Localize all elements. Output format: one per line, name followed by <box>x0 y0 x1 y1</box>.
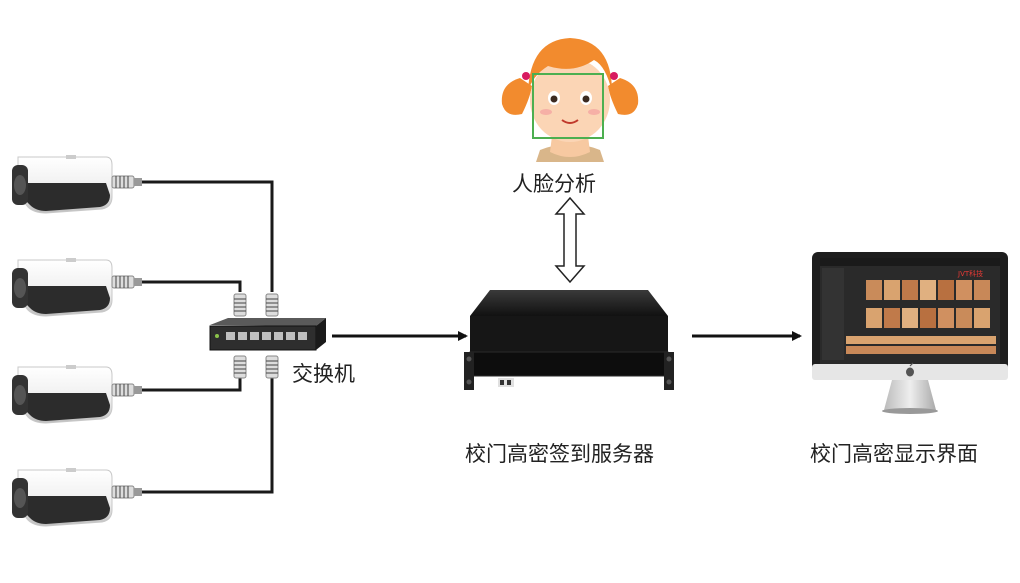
camera-icon <box>11 154 113 214</box>
rj45-connector <box>233 355 247 379</box>
switch-label: 交换机 <box>292 362 355 386</box>
rj45-connector <box>111 275 143 289</box>
server-icon <box>464 290 674 390</box>
rj45-connector <box>265 293 279 317</box>
rj45-connector <box>111 175 143 189</box>
display-label: 校门高密显示界面 <box>810 442 978 466</box>
apple-logo-icon <box>906 362 914 377</box>
rj45-connector <box>265 355 279 379</box>
screen-brand-suffix: 科技 <box>969 270 984 278</box>
camera-icon <box>11 467 113 527</box>
monitor-icon <box>812 252 1008 414</box>
switch-icon <box>209 318 326 351</box>
screen-face-grid <box>846 280 996 354</box>
rj45-connector <box>111 485 143 499</box>
face-analysis-label: 人脸分析 <box>512 172 596 196</box>
network-cables <box>142 180 274 494</box>
rj45-connector <box>111 383 143 397</box>
rj45-connector <box>233 293 247 317</box>
server-label: 校门高密签到服务器 <box>465 442 654 466</box>
camera-icon <box>11 257 113 317</box>
double-arrow-icon <box>554 196 586 284</box>
girl-face-icon <box>501 38 639 162</box>
screen-brand: JVT科技 <box>958 269 983 279</box>
screen-brand-name: JVT <box>958 270 970 278</box>
face-detection-box <box>532 73 604 139</box>
camera-icon <box>11 364 113 424</box>
